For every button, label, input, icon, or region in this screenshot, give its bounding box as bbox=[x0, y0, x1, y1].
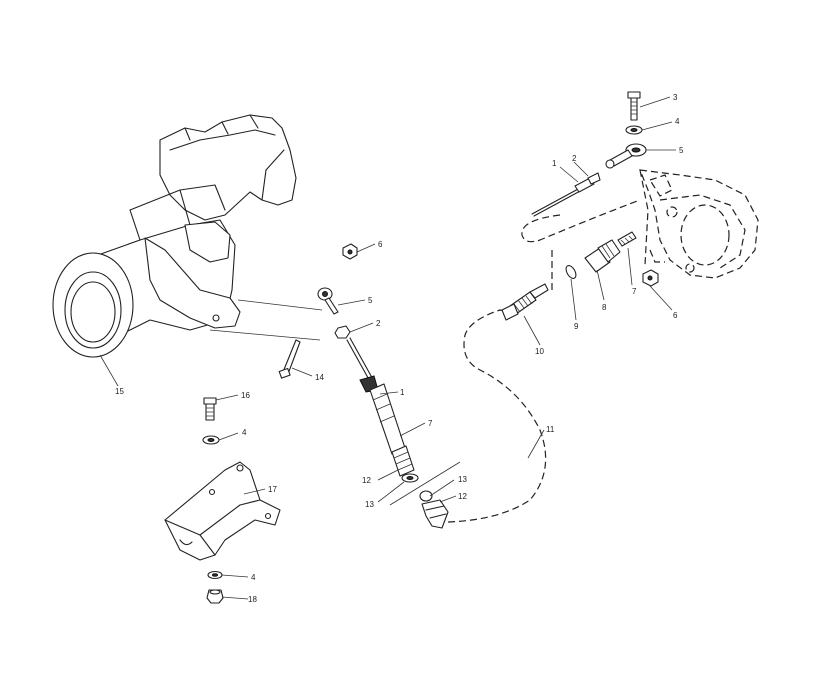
transmission-housing-dashed bbox=[639, 169, 759, 279]
callout-8: 8 bbox=[602, 303, 607, 312]
callout-11: 11 bbox=[546, 425, 555, 434]
callout-13-right: 13 bbox=[458, 475, 467, 484]
bolt-part-3 bbox=[627, 91, 641, 121]
callout-1-left: 1 bbox=[400, 388, 405, 397]
callout-3: 3 bbox=[673, 93, 678, 102]
callout-labels: 3 4 5 1 2 7 6 8 9 10 11 6 5 2 1 7 12 13 … bbox=[115, 93, 684, 604]
washer-part-4-lower bbox=[207, 570, 223, 580]
callout-2-left: 2 bbox=[376, 319, 381, 328]
callout-6-left: 6 bbox=[378, 240, 383, 249]
callout-4-low: 4 bbox=[251, 573, 256, 582]
callout-5-top: 5 bbox=[679, 146, 684, 155]
callout-4-mid: 4 bbox=[242, 428, 247, 437]
callout-5-left: 5 bbox=[368, 296, 373, 305]
rod-end-part-5-right bbox=[605, 143, 647, 169]
nut-part-6-right bbox=[642, 269, 659, 287]
nut-part-18 bbox=[206, 589, 224, 604]
bracket-part-17 bbox=[164, 461, 281, 561]
callout-12-left: 12 bbox=[362, 476, 371, 485]
housing-part-15 bbox=[52, 114, 297, 358]
callout-15: 15 bbox=[115, 387, 124, 396]
callout-18: 18 bbox=[248, 595, 257, 604]
callout-4-top: 4 bbox=[675, 117, 680, 126]
callout-13-left: 13 bbox=[365, 500, 374, 509]
left-cable-end-assembly bbox=[317, 243, 419, 483]
conduit-end-part-7-right bbox=[617, 231, 637, 247]
callout-7-right: 7 bbox=[632, 287, 637, 296]
leader-lines bbox=[99, 96, 676, 600]
callout-2-top: 2 bbox=[572, 154, 577, 163]
washer-part-9 bbox=[565, 265, 577, 279]
fitting-part-8 bbox=[584, 239, 621, 273]
callout-9: 9 bbox=[574, 322, 579, 331]
callout-1-top: 1 bbox=[552, 159, 557, 168]
adjuster-part-10 bbox=[501, 283, 549, 321]
callout-12-right: 12 bbox=[458, 492, 467, 501]
callout-10: 10 bbox=[535, 347, 544, 356]
cable-part-11 bbox=[447, 309, 547, 523]
bolt-part-16 bbox=[203, 397, 217, 421]
callout-16: 16 bbox=[241, 391, 250, 400]
callout-6-right: 6 bbox=[673, 311, 678, 320]
fittings-bottom bbox=[389, 461, 461, 529]
washer-part-4-upper bbox=[202, 435, 220, 445]
callout-14: 14 bbox=[315, 373, 324, 382]
washer-part-4-top bbox=[625, 125, 643, 135]
cable-rod-part-1-right bbox=[531, 172, 601, 217]
callout-7-left: 7 bbox=[428, 419, 433, 428]
bolt-part-14 bbox=[278, 339, 301, 379]
callout-17: 17 bbox=[268, 485, 277, 494]
